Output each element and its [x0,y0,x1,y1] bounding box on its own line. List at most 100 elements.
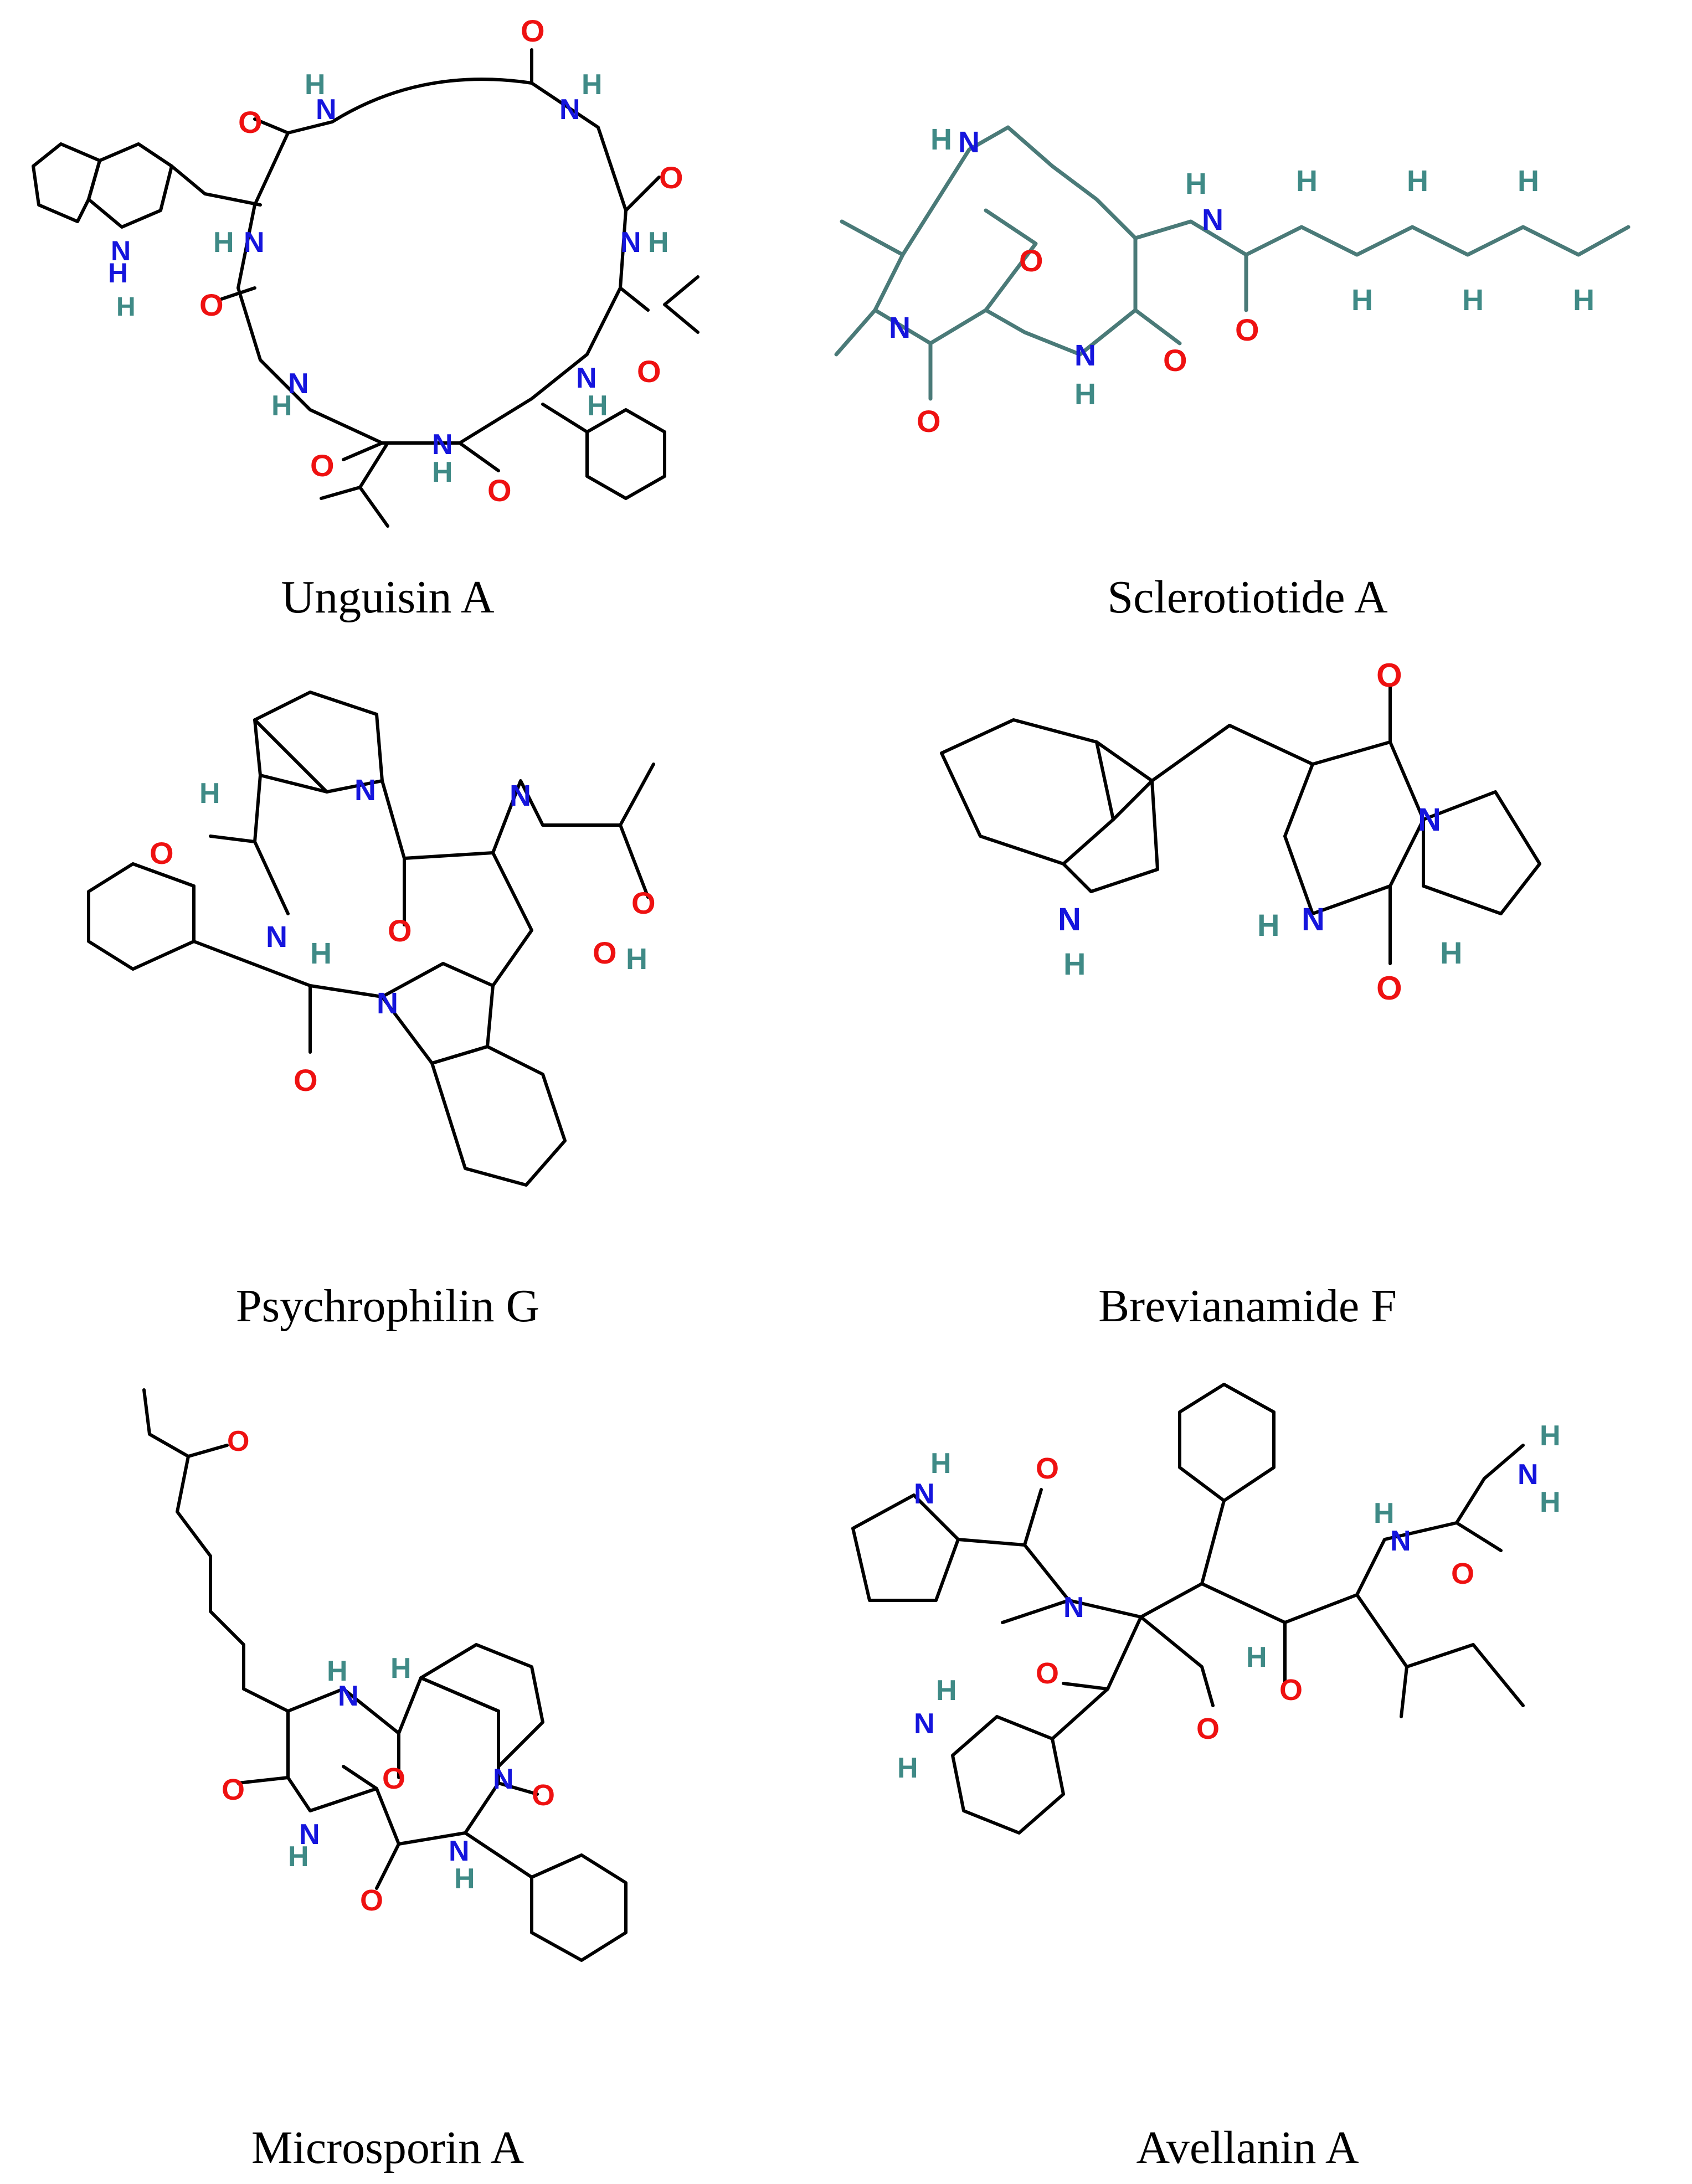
svg-text:O: O [222,1773,245,1806]
svg-text:O: O [521,13,545,48]
svg-text:H: H [390,1652,412,1685]
svg-text:O: O [199,287,224,322]
svg-text:N: N [576,362,597,394]
svg-text:H: H [1573,284,1595,317]
svg-text:H: H [213,226,234,259]
structure-psychrophilin-g: H O N H N O N O O H N O [87,691,656,1187]
svg-text:H: H [1462,284,1484,317]
compound-name: Sclerotiotide A [1107,571,1388,623]
svg-text:H: H [108,257,128,289]
svg-text:N: N [1058,902,1081,938]
svg-text:O: O [1235,312,1259,347]
svg-text:H: H [648,226,669,259]
svg-text:H: H [930,123,952,156]
svg-text:H: H [199,777,220,810]
svg-text:N: N [620,226,641,259]
panel-microsporin-a: O N H H N O O O N H N H O Microsporin A [0,1357,775,2184]
panel-unguisin-a: N H O O N H O N H O N H N H O O N H O N … [0,0,775,648]
svg-text:H: H [1246,1641,1267,1673]
svg-text:H: H [936,1675,957,1707]
svg-text:O: O [1036,1452,1059,1485]
panel-avellanin-a: H N O N O O H O N H O H N H H N H Avella… [803,1357,1692,2184]
svg-text:N: N [559,94,580,126]
svg-text:H: H [454,1863,475,1895]
svg-text:N: N [288,368,309,400]
compound-name: Avellanin A [1136,2122,1359,2173]
svg-text:H: H [310,937,332,970]
svg-text:N: N [510,779,531,812]
svg-text:N: N [1518,1459,1539,1491]
svg-text:O: O [310,448,335,483]
compound-name: Unguisin A [281,571,495,623]
svg-text:O: O [1451,1557,1474,1590]
svg-text:O: O [917,404,941,439]
svg-text:H: H [1351,284,1373,317]
svg-text:O: O [1036,1657,1059,1690]
svg-text:N: N [299,1819,320,1851]
svg-text:N: N [493,1763,514,1795]
svg-text:H: H [1074,378,1096,411]
svg-text:O: O [150,836,174,870]
svg-text:N: N [338,1680,359,1712]
svg-text:O: O [227,1425,249,1457]
svg-text:N: N [316,94,337,126]
svg-text:O: O [360,1884,383,1917]
svg-text:O: O [659,160,683,195]
svg-text:N: N [449,1835,470,1867]
svg-text:N: N [1418,802,1441,838]
svg-text:H: H [1440,935,1462,970]
structure-avellanin-a: H N O N O O H O N H O H N H H N H [851,1383,1561,1835]
svg-text:H: H [116,292,136,322]
svg-text:H: H [1063,946,1086,981]
svg-text:H: H [305,69,326,101]
panel-psychrophilin-g: H O N H N O N O O H N O Psychrophilin G [0,653,775,1351]
compound-name: Psychrophilin G [235,1280,540,1332]
panel-brevianamide-f: O N N H O H N H Brevianamide F [803,653,1692,1351]
svg-text:H: H [1518,164,1539,198]
svg-text:H: H [930,1448,952,1480]
svg-text:N: N [889,311,911,344]
svg-text:O: O [1376,970,1402,1007]
structure-brevianamide-f: O N N H O H N H [940,657,1541,1007]
structure-sclerotiotide-a: H N O N O N H O N H O H H H H H H [834,123,1631,439]
structure-unguisin-a: N H O O N H O N H O N H N H O O N H O N … [32,13,700,528]
svg-text:H: H [288,1841,309,1873]
structure-microsporin-a: O N H H N O O O N H N H O [142,1388,628,1962]
svg-text:N: N [958,126,980,159]
svg-text:N: N [1074,339,1096,372]
svg-text:H: H [432,456,453,488]
svg-text:O: O [487,473,512,508]
svg-text:H: H [1374,1497,1395,1529]
svg-text:H: H [582,69,603,101]
svg-text:H: H [1185,167,1207,200]
svg-text:N: N [1202,203,1223,236]
svg-text:N: N [354,774,376,807]
svg-text:N: N [377,987,398,1020]
svg-text:N: N [1302,902,1325,938]
compound-name: Microsporin A [251,2122,524,2173]
svg-text:H: H [1257,908,1279,942]
svg-text:O: O [1019,243,1043,278]
svg-text:O: O [593,935,617,970]
svg-text:O: O [631,885,656,920]
svg-text:O: O [238,105,263,140]
svg-text:N: N [244,226,265,259]
svg-text:O: O [382,1762,405,1795]
svg-text:O: O [388,913,412,948]
svg-text:O: O [294,1063,318,1098]
svg-text:H: H [1407,164,1428,198]
compound-name: Brevianamide F [1098,1280,1397,1332]
svg-text:H: H [1296,164,1318,198]
svg-text:H: H [1540,1486,1561,1518]
svg-text:O: O [1163,343,1187,378]
svg-text:H: H [327,1655,348,1687]
svg-text:N: N [111,235,131,266]
svg-text:O: O [532,1779,555,1812]
svg-text:O: O [1376,657,1402,694]
svg-text:N: N [266,920,287,954]
svg-text:H: H [587,390,608,422]
svg-text:O: O [1279,1673,1303,1707]
svg-text:N: N [914,1708,935,1740]
svg-text:H: H [1540,1420,1561,1452]
svg-text:H: H [271,390,292,422]
